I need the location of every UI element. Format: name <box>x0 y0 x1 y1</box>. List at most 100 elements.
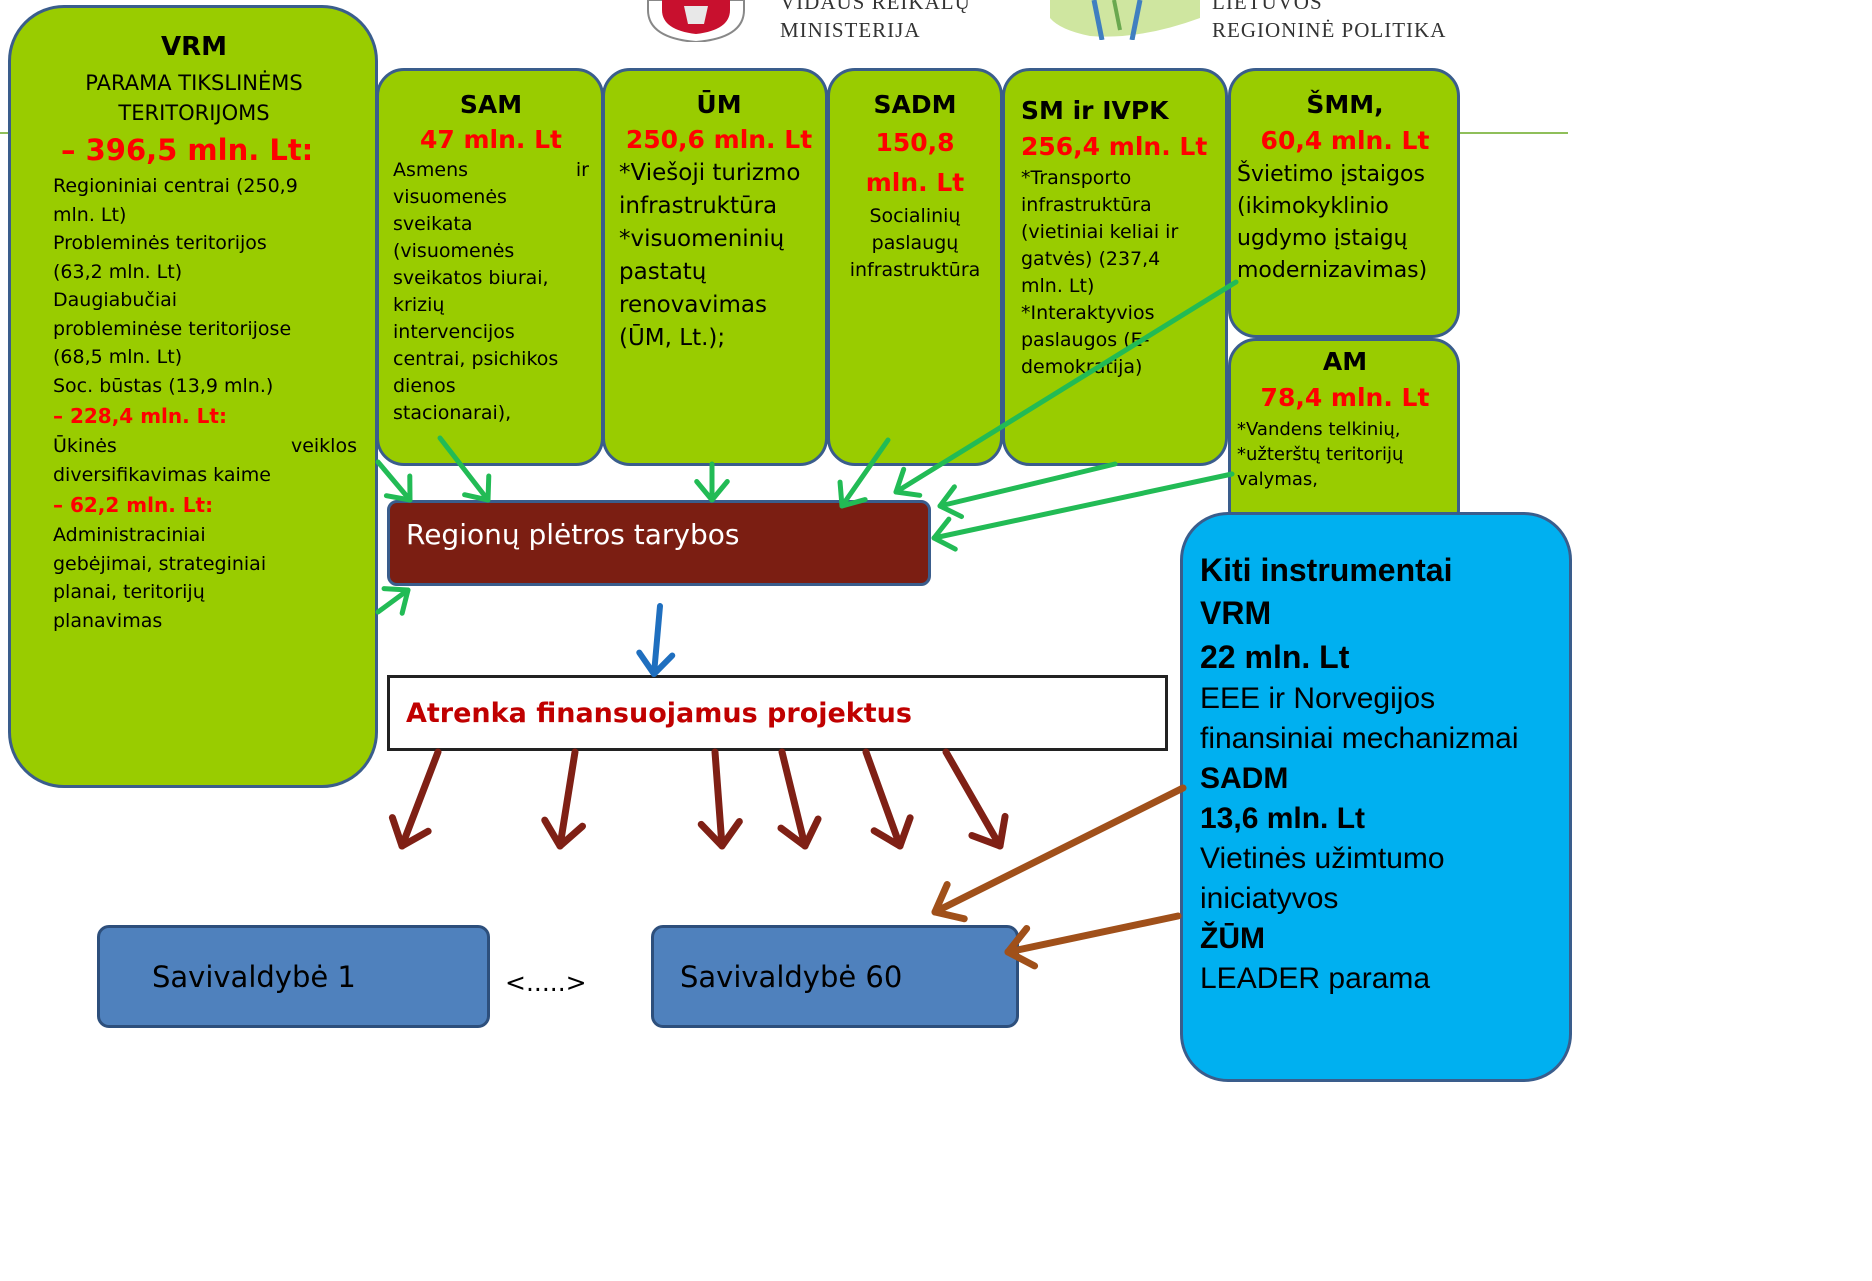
other-vrm-amount: 22 mln. Lt <box>1200 639 1350 675</box>
sadm-amount-1: 150,8 <box>875 128 955 157</box>
vrm-line: Soc. būstas (13,9 mln.) <box>53 374 274 397</box>
vrm-line: mln. Lt) <box>53 203 127 226</box>
vrm-line: diversifikavimas kaime <box>53 463 271 486</box>
program-name: LIETUVOS REGIONINĖ POLITIKA <box>1212 0 1446 44</box>
vrm-lines-1: Regioniniai centrai (250,9 mln. Lt) Prob… <box>53 172 357 400</box>
municipality-60-box: Savivaldybė 60 <box>651 925 1019 1028</box>
smm-box: ŠMM, 60,4 mln. Lt Švietimo įstaigos (iki… <box>1228 68 1460 338</box>
project-selection-label: Atrenka finansuojamus projektus <box>406 697 912 729</box>
municipality-ellipsis: <.....> <box>505 968 587 997</box>
sadm-box: SADM 150,8 mln. Lt Socialinių paslaugų i… <box>827 68 1003 466</box>
other-vrm-text-1: EEE ir Norvegijos <box>1200 682 1436 715</box>
other-sadm-text-2: iniciatyvos <box>1200 882 1339 915</box>
sm-line: mln. Lt) <box>1021 275 1095 297</box>
project-selection-box: Atrenka finansuojamus projektus <box>387 675 1168 751</box>
vrm-amount-1: – 396,5 mln. Lt: <box>61 133 314 167</box>
municipality-1-box: Savivaldybė 1 <box>97 925 490 1028</box>
sam-line: intervencijos <box>393 321 515 343</box>
sam-amount: 47 mln. Lt <box>420 125 562 154</box>
vrm-subtitle: PARAMA TIKSLINĖMS TERITORIJOMS <box>31 68 357 128</box>
other-instruments-box: Kiti instrumentai VRM 22 mln. Lt EEE ir … <box>1180 512 1572 1082</box>
vrm-line: planai, teritorijų <box>53 581 205 603</box>
sam-title: SAM <box>459 90 523 119</box>
am-amount: 78,4 mln. Lt <box>1260 383 1430 412</box>
regional-councils-label: Regionų plėtros tarybos <box>406 518 740 551</box>
ministry-line-2: MINISTERIJA <box>780 18 921 42</box>
um-line: infrastruktūra <box>619 193 778 219</box>
smm-line: ugdymo įstaigų <box>1237 226 1408 251</box>
sm-line: *Interaktyvios <box>1021 302 1155 324</box>
vrm-subtitle-1: PARAMA TIKSLINĖMS <box>85 71 303 95</box>
sam-line: visuomenės <box>393 186 507 208</box>
vrm-line: gebėjimai, strateginiai <box>53 552 267 575</box>
am-line: *Vandens telkinių, <box>1237 419 1401 440</box>
green-arrow <box>893 279 1239 498</box>
vrm-line: planavimas <box>53 609 163 632</box>
am-title: AM <box>1322 347 1368 376</box>
am-line: valymas, <box>1237 469 1318 490</box>
green-arrow <box>937 461 1118 520</box>
vrm-line: Daugiabučiai <box>53 289 178 311</box>
am-box: AM 78,4 mln. Lt *Vandens telkinių, *užte… <box>1228 338 1460 538</box>
sam-word: ir <box>575 159 589 181</box>
municipality-60-label: Savivaldybė 60 <box>680 959 903 994</box>
um-line: pastatų <box>619 259 707 285</box>
sadm-line: paslaugų <box>871 232 959 254</box>
vrm-line: (63,2 mln. Lt) <box>53 260 183 283</box>
um-title: ŪM <box>696 90 742 119</box>
am-line: *užterštų teritorijų <box>1237 444 1404 465</box>
sam-line: dienos <box>393 375 456 397</box>
ministry-line-1: VIDAUS REIKALŲ <box>780 0 971 14</box>
sm-lines: *Transporto infrastruktūra (vietiniai ke… <box>1021 165 1219 381</box>
vrm-amount-3: – 62,2 mln. Lt: <box>53 493 214 517</box>
sam-line: sveikata <box>393 213 473 235</box>
um-line: (ŪM, Lt.); <box>619 325 726 351</box>
sm-line: demokratija) <box>1021 356 1143 378</box>
red-arrow <box>697 748 743 850</box>
um-line: *Viešoji turizmo <box>619 160 801 186</box>
sm-box: SM ir IVPK 256,4 mln. Lt *Transporto inf… <box>1002 68 1228 466</box>
um-line: *visuomeninių <box>619 226 785 252</box>
smm-amount: 60,4 mln. Lt <box>1260 126 1430 155</box>
vrm-line: probleminėse teritorijose <box>53 317 292 340</box>
um-line: renovavimas <box>619 292 767 318</box>
green-arrow <box>437 435 492 503</box>
blue-arrow <box>636 603 676 677</box>
orange-arrow <box>931 784 1187 923</box>
vrm-word: veiklos <box>290 435 357 457</box>
other-sadm: SADM <box>1200 762 1289 795</box>
green-arrow <box>931 471 1235 552</box>
sadm-title: SADM <box>873 90 957 119</box>
regional-councils-box: Regionų plėtros tarybos <box>387 500 931 586</box>
vrm-line: Probleminės teritorijos <box>53 232 267 254</box>
orange-arrow <box>1004 912 1182 970</box>
program-line-2: REGIONINĖ POLITIKA <box>1212 18 1447 42</box>
sm-line: paslaugos (E- <box>1021 329 1150 351</box>
smm-line: modernizavimas) <box>1237 258 1428 283</box>
vrm-line: Administraciniai <box>53 524 206 546</box>
um-amount: 250,6 mln. Lt <box>625 125 813 154</box>
other-sadm-amount: 13,6 mln. Lt <box>1200 802 1366 835</box>
smm-title: ŠMM, <box>1306 90 1384 119</box>
smm-lines: Švietimo įstaigos (ikimokyklinio ugdymo … <box>1237 159 1453 287</box>
am-lines: *Vandens telkinių, *užterštų teritorijų … <box>1237 417 1453 492</box>
program-line-1: LIETUVOS <box>1212 0 1323 14</box>
vrm-lines-3: Administraciniai gebėjimai, strateginiai… <box>53 521 357 635</box>
red-arrow <box>541 748 587 850</box>
sm-line: infrastruktūra <box>1021 194 1152 216</box>
sam-line: centrai, psichikos <box>393 348 559 370</box>
sadm-lines: Socialinių paslaugų infrastruktūra <box>834 203 996 284</box>
other-title: Kiti instrumentai <box>1200 552 1453 588</box>
smm-line: Švietimo įstaigos <box>1237 162 1425 187</box>
green-arrow <box>837 437 891 509</box>
sm-line: (vietiniai keliai ir <box>1021 221 1179 243</box>
sadm-amount-2: mln. Lt <box>865 168 965 197</box>
sm-line: gatvės) (237,4 <box>1021 248 1161 270</box>
red-arrow <box>942 748 1009 850</box>
sm-line: *Transporto <box>1021 167 1132 189</box>
vrm-box: VRM PARAMA TIKSLINĖMS TERITORIJOMS – 396… <box>8 5 378 788</box>
